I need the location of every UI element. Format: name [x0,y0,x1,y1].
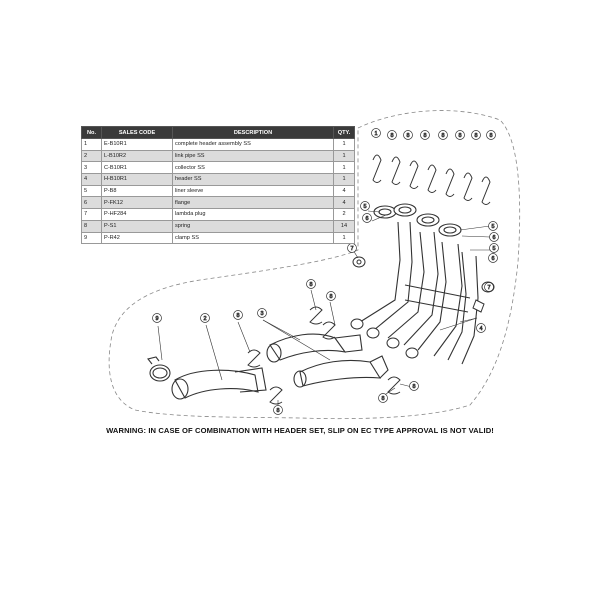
callout-label: 8 [441,133,444,139]
callout-label: 8 [329,294,332,300]
callout-label: 8 [423,133,426,139]
cell-qty: 1 [333,231,355,245]
callout-label: 5 [492,246,495,252]
cell-no: 5 [81,184,102,198]
cell-no: 4 [81,173,102,186]
cell-description: collector SS [172,161,334,175]
cell-qty: 4 [333,184,355,198]
cell-description: lambda plug [172,208,334,221]
table-row: 2 L-B10R2 link pipe SS 1 [81,149,355,163]
cell-qty: 1 [333,138,355,151]
callout-label: 5 [363,204,366,210]
callout-label: 6 [365,216,368,222]
cell-no: 1 [81,138,102,151]
approval-warning: WARNING: IN CASE OF COMBINATION WITH HEA… [106,426,494,435]
header-qty: QTY. [333,126,355,139]
callout-label: 8 [309,282,312,288]
callout-label: 8 [236,313,239,319]
cell-code: P-R42 [101,231,173,245]
cell-code: C-B10R1 [101,161,173,175]
callout-label: 5 [491,224,494,230]
parts-table: No. SALES CODE DESCRIPTION QTY. 1 E-B10R… [81,126,355,245]
cell-code: L-B10R2 [101,149,173,163]
cell-code: E-B10R1 [101,138,173,151]
cell-no: 3 [81,161,102,175]
cell-qty: 1 [333,161,355,175]
table-row: 9 P-R42 clamp SS 1 [81,231,355,245]
table-row: 5 P-B8 liner sleeve 4 [81,184,355,198]
callout-label: 4 [479,326,482,332]
callout-label: 8 [489,133,492,139]
table-row: 6 P-FK12 flange 4 [81,196,355,210]
callout-label: 8 [406,133,409,139]
cell-no: 8 [81,219,102,233]
cell-description: clamp SS [172,231,334,245]
callout-label: 6 [491,256,494,262]
leader-lines [157,210,491,405]
cell-description: liner sleeve [172,184,334,198]
header-outlets [350,318,419,359]
header-sales-code: SALES CODE [101,126,173,139]
cell-no: 2 [81,149,102,163]
callouts: 1 8 8 8 8 8 8 8 5 6 5 6 5 6 7 7 4 9 2 8 … [152,128,499,415]
callout-label: 9 [155,316,158,322]
cell-no: 6 [81,196,102,210]
clamp [147,356,171,382]
table-row: 8 P-S1 spring 14 [81,219,355,233]
callout-label: 6 [492,235,495,241]
cell-code: P-FK12 [101,196,173,210]
callout-label: 8 [474,133,477,139]
collector [266,333,389,388]
cell-code: H-B10R1 [101,173,173,186]
callout-label: 8 [276,408,279,414]
cell-description: spring [172,219,334,233]
cell-description: flange [172,196,334,210]
table-header-row: No. SALES CODE DESCRIPTION QTY. [81,126,355,139]
table-row: 3 C-B10R1 collector SS 1 [81,161,355,175]
callout-label: 2 [203,316,206,322]
cell-code: P-HF284 [101,208,173,221]
cell-code: P-S1 [101,219,173,233]
callout-label: 1 [374,131,377,137]
cell-qty: 1 [333,173,355,186]
header-description: DESCRIPTION [172,126,334,139]
cell-code: P-B8 [101,184,173,198]
header-pipes [359,221,479,365]
cell-description: complete header assembly SS [172,138,334,151]
table-row: 1 E-B10R1 complete header assembly SS 1 [81,138,355,151]
table-row: 4 H-B10R1 header SS 1 [81,173,355,186]
callout-label: 8 [412,384,415,390]
callout-label: 8 [458,133,461,139]
flanges [373,203,462,237]
cell-qty: 2 [333,208,355,221]
assembly-outline [108,110,521,420]
springs-top [372,154,491,205]
callout-label: 8 [390,133,393,139]
callout-label: 7 [350,246,353,252]
cell-qty: 4 [333,196,355,210]
callout-label: 3 [260,311,263,317]
table-row: 7 P-HF284 lambda plug 2 [81,208,355,221]
cell-qty: 14 [333,219,355,233]
cell-description: link pipe SS [172,149,334,163]
springs-loose [247,306,401,405]
callout-label: 7 [487,285,490,291]
header-no: No. [81,126,102,139]
link-pipe [171,367,267,400]
cell-qty: 1 [333,149,355,163]
cell-no: 9 [81,231,102,245]
cell-no: 7 [81,208,102,221]
callout-label: 8 [381,396,384,402]
cell-description: header SS [172,173,334,186]
